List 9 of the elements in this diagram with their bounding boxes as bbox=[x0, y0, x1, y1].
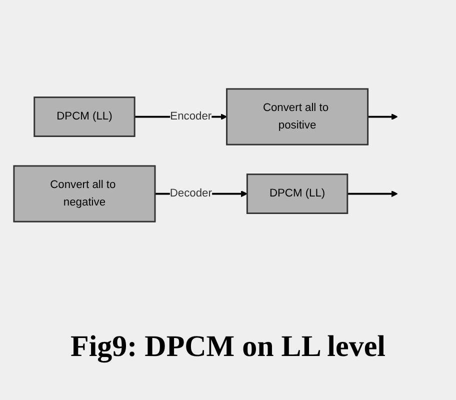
node-box: Convert all to negative bbox=[13, 164, 156, 222]
edge-label: Decoder bbox=[170, 186, 212, 200]
node-box: Convert all to positive bbox=[226, 88, 369, 146]
edge-label: Encoder bbox=[170, 110, 212, 122]
node-box: DPCM (LL) bbox=[34, 96, 136, 137]
node-box: DPCM (LL) bbox=[246, 173, 348, 214]
arrow bbox=[368, 113, 398, 120]
arrow bbox=[347, 190, 398, 197]
caption: Fig9: DPCM on LL level bbox=[70, 330, 386, 364]
